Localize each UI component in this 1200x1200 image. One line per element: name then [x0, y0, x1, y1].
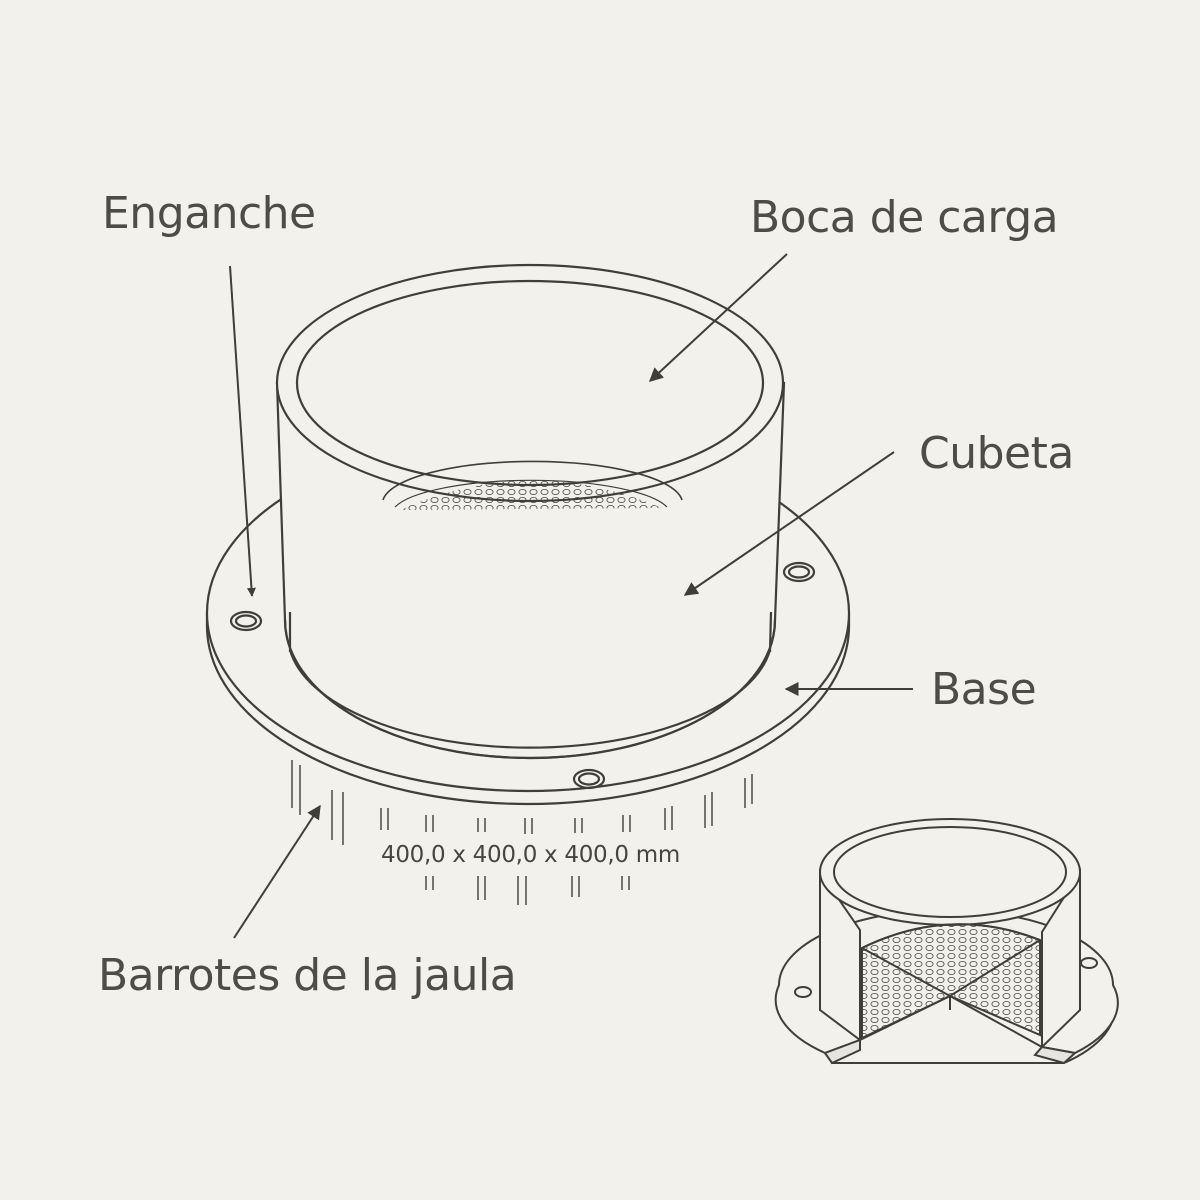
cage-bars — [291, 760, 753, 905]
label-enganche: Enganche — [102, 188, 316, 239]
label-barrotes-de-la-jaula: Barrotes de la jaula — [98, 950, 517, 1001]
perforated-floor — [382, 460, 683, 510]
label-base: Base — [931, 664, 1037, 715]
label-boca-de-carga: Boca de carga — [750, 192, 1059, 243]
cutaway-inset — [774, 818, 1119, 1065]
bucket — [275, 263, 786, 760]
dimension-text: 400,0 x 400,0 x 400,0 mm — [381, 842, 680, 868]
leader-lines — [229, 253, 913, 939]
label-cubeta: Cubeta — [919, 428, 1074, 479]
